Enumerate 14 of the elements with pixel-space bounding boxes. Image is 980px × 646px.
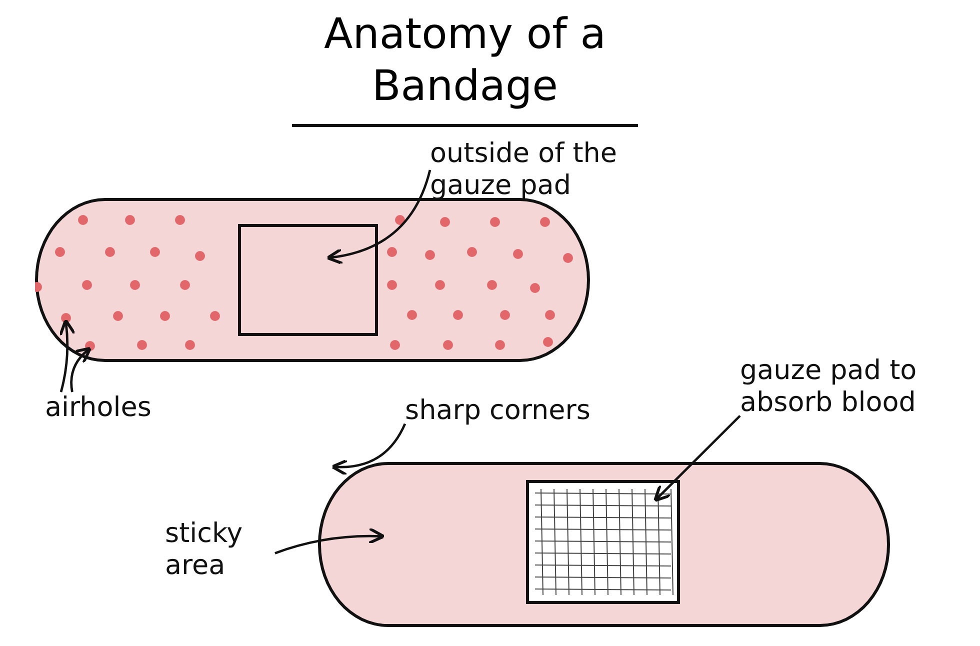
leader-arrow (653, 414, 741, 502)
title: Anatomy of a Bandage (323, 8, 607, 112)
leader-arrow (70, 346, 92, 392)
leader-arrow (330, 423, 406, 476)
callout-label: sticky area (165, 518, 275, 582)
pad-outline (238, 224, 378, 336)
callout-label: sharp corners (405, 395, 595, 427)
leader-arrow (58, 318, 76, 392)
leader-arrow (274, 527, 386, 554)
gauze-pad (526, 480, 680, 604)
leader-arrow (326, 170, 432, 264)
callout-label: airholes (45, 392, 205, 424)
callout-label: outside of the gauze pad (430, 138, 700, 202)
callout-label: gauze pad to absorb blood (740, 355, 970, 419)
